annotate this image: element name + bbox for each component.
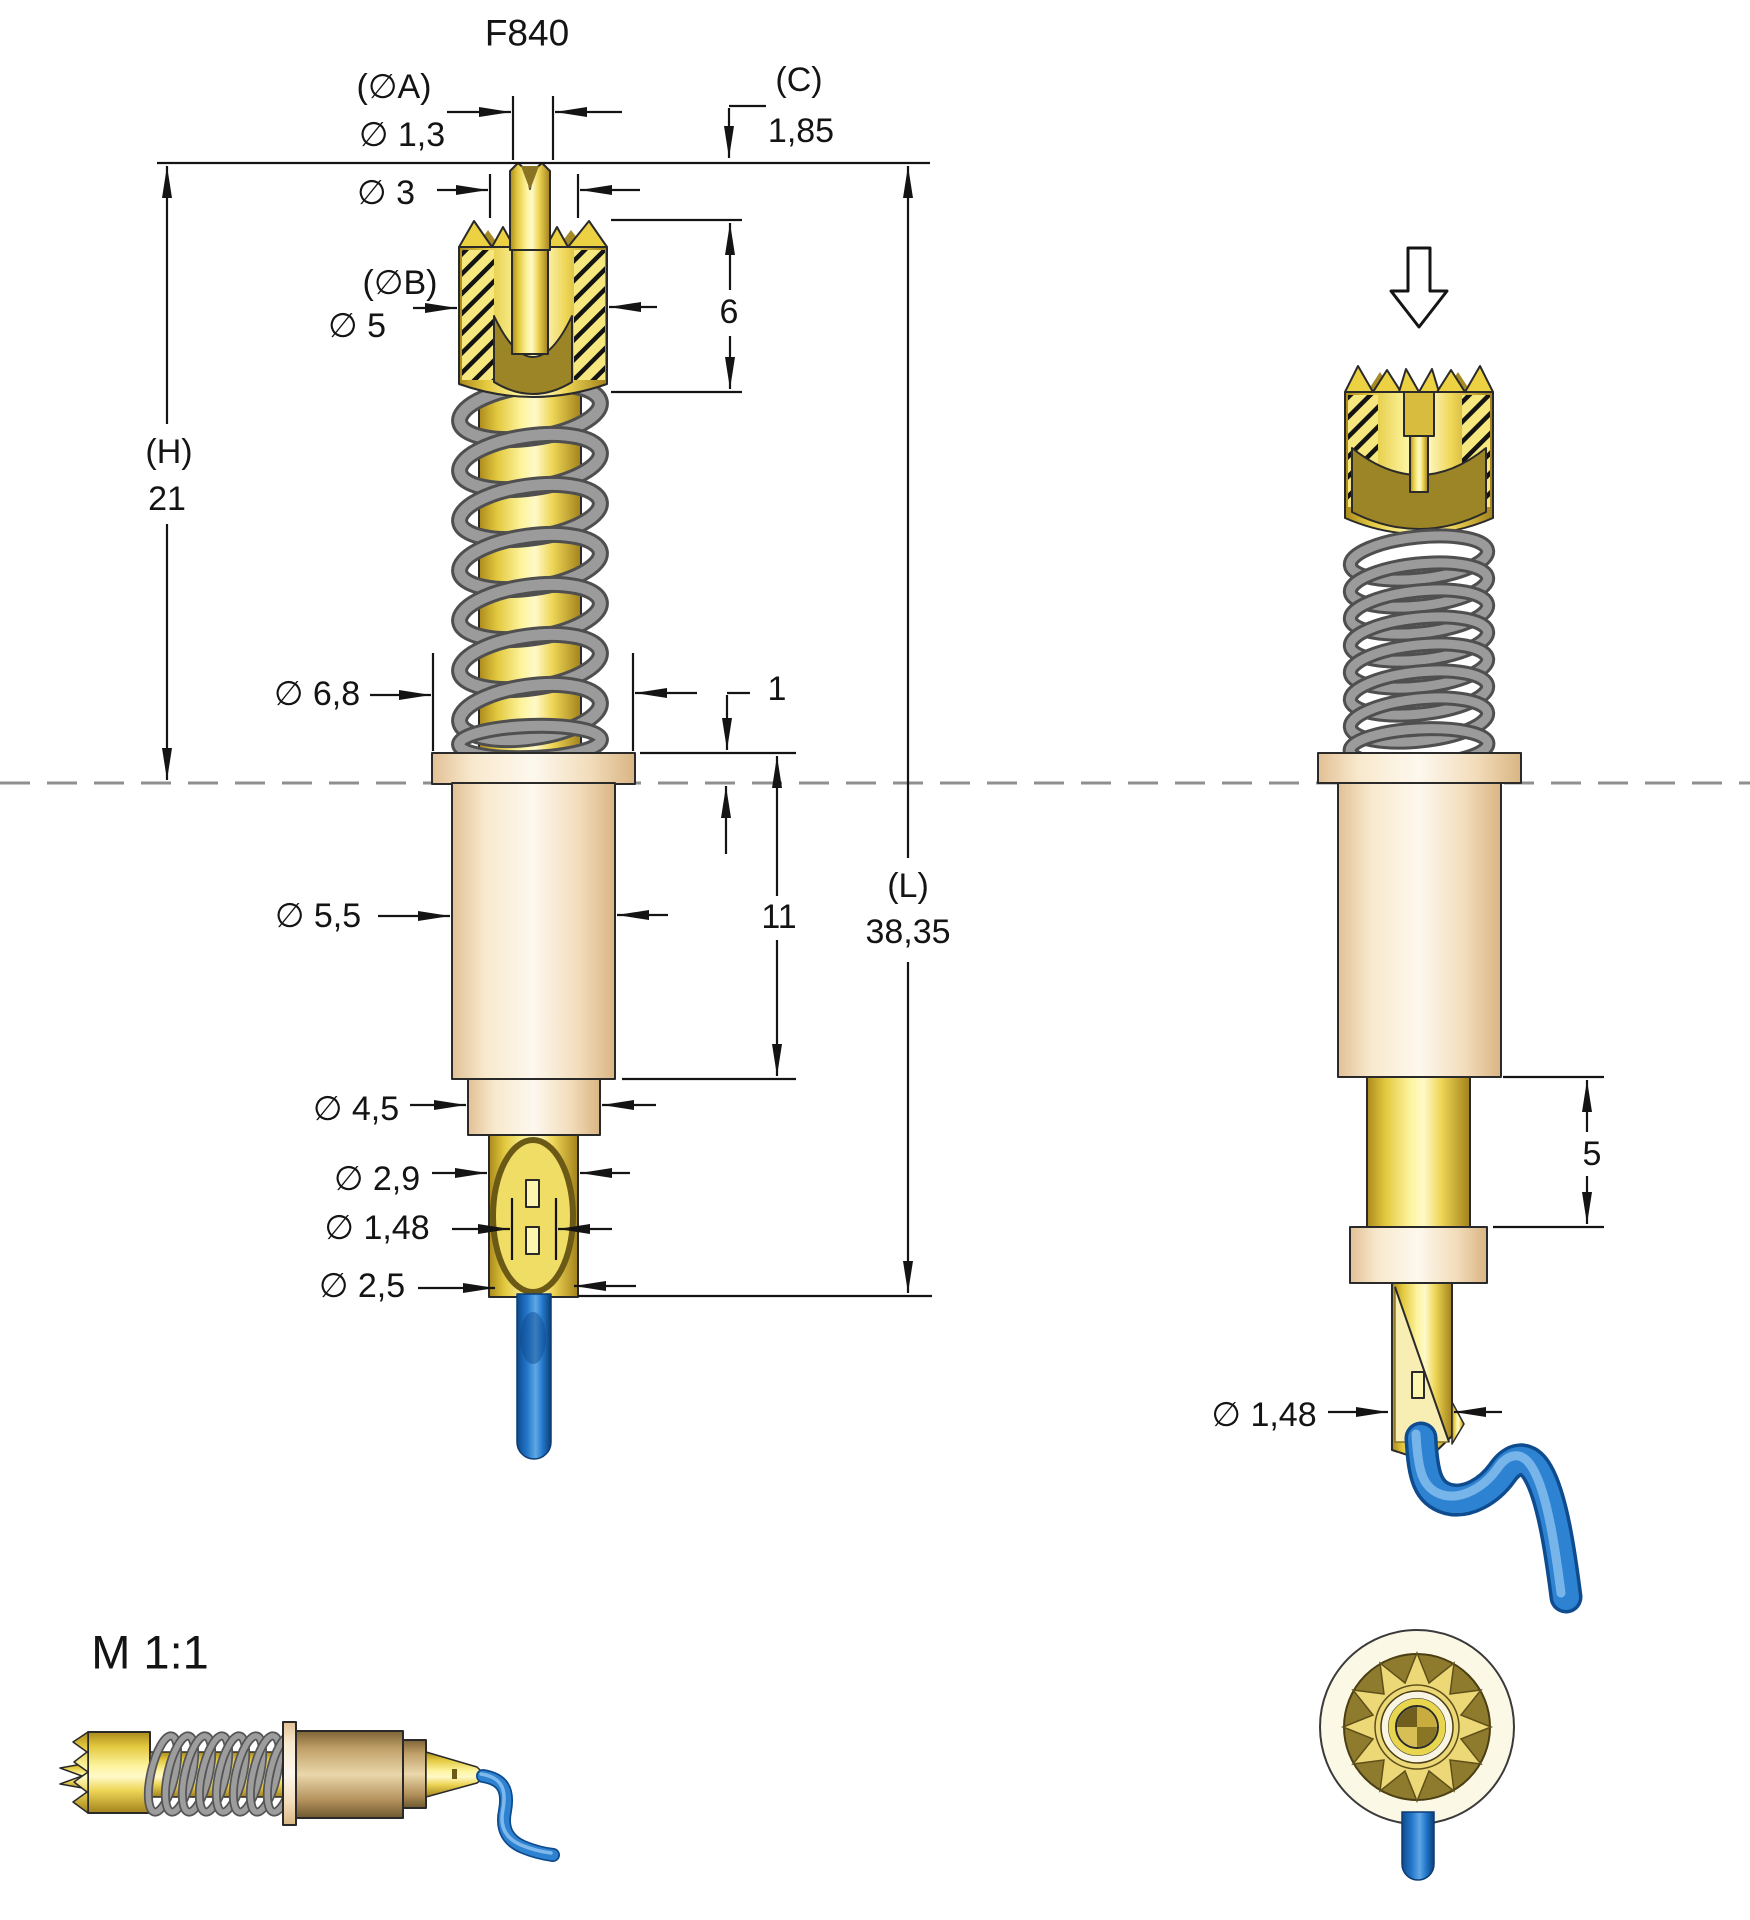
mounting-flange (431, 752, 636, 785)
scale-1to1-view (59, 1721, 560, 1862)
drawing-title: F840 (484, 12, 570, 54)
section-hatch (462, 250, 494, 380)
top-view (1319, 1629, 1515, 1881)
wire-lead (516, 1293, 552, 1460)
spring-coil (451, 375, 609, 767)
wire-stub (1401, 1811, 1435, 1881)
dim-dia-flange: ∅ 6,8 (273, 675, 361, 713)
crimp-termination (488, 1134, 579, 1298)
dim-dia-b: ∅ 5 (328, 307, 386, 345)
dim-dia-tip: ∅ 2,5 (318, 1267, 406, 1305)
fork-slot (1403, 391, 1435, 437)
dim-l-name: (L) (887, 867, 929, 905)
dim-head-height: 6 (719, 293, 739, 331)
collar-ring (1349, 1226, 1488, 1284)
wire-lead-side (1404, 1421, 1583, 1614)
termination-tip-side (1391, 1282, 1465, 1462)
dim-h: 21 (148, 480, 186, 518)
dim-dia-receptacle: ∅ 1,48 (324, 1209, 430, 1247)
step-horizontal (402, 1739, 427, 1809)
press-direction-arrow-icon (1389, 246, 1449, 329)
plunger-quadrants (1397, 1707, 1437, 1747)
dim-dia-a: ∅ 1,3 (358, 116, 446, 154)
plunger-shaft (511, 249, 549, 355)
crown-head (458, 162, 608, 398)
dimension-lines (157, 96, 1604, 1417)
dim-dia-receptacle-side: ∅ 1,48 (1211, 1396, 1317, 1434)
crown-horizontal (87, 1731, 151, 1814)
crown-head-side (1344, 365, 1494, 535)
body-horizontal (295, 1730, 404, 1819)
dim-dia-step: ∅ 4,5 (312, 1090, 400, 1128)
dim-h-name: (H) (145, 433, 193, 471)
wire-horizontal (476, 1769, 560, 1862)
scale-label: M 1:1 (91, 1625, 209, 1679)
lower-shaft (1366, 1076, 1471, 1228)
section-hatch (574, 250, 605, 380)
dim-c: 1,85 (767, 112, 835, 150)
spring-coil-side (1342, 528, 1496, 773)
dim-l: 38,35 (865, 913, 951, 951)
mounting-flange-side (1317, 752, 1522, 784)
plunger-ring (1388, 1698, 1446, 1756)
dim-flange-thickness: 1 (767, 670, 787, 708)
receptacle-body (451, 782, 616, 1080)
receptacle-step (467, 1078, 601, 1136)
side-view-probe (1317, 246, 1583, 1614)
front-view-probe (431, 162, 636, 1460)
dim-body-length: 11 (761, 898, 797, 936)
dim-shaft-length: 5 (1582, 1135, 1602, 1173)
dim-dia-3: ∅ 3 (357, 174, 415, 212)
dim-dia-body: ∅ 5,5 (274, 897, 362, 935)
dim-dia-crimp: ∅ 2,9 (333, 1160, 421, 1198)
spring-horizontal (143, 1731, 302, 1817)
flange-horizontal (282, 1721, 297, 1826)
receptacle-body-side (1337, 782, 1502, 1078)
dim-dia-a-name: (∅A) (356, 68, 432, 106)
dim-dia-b-name: (∅B) (362, 264, 438, 302)
dim-c-name: (C) (775, 61, 823, 99)
